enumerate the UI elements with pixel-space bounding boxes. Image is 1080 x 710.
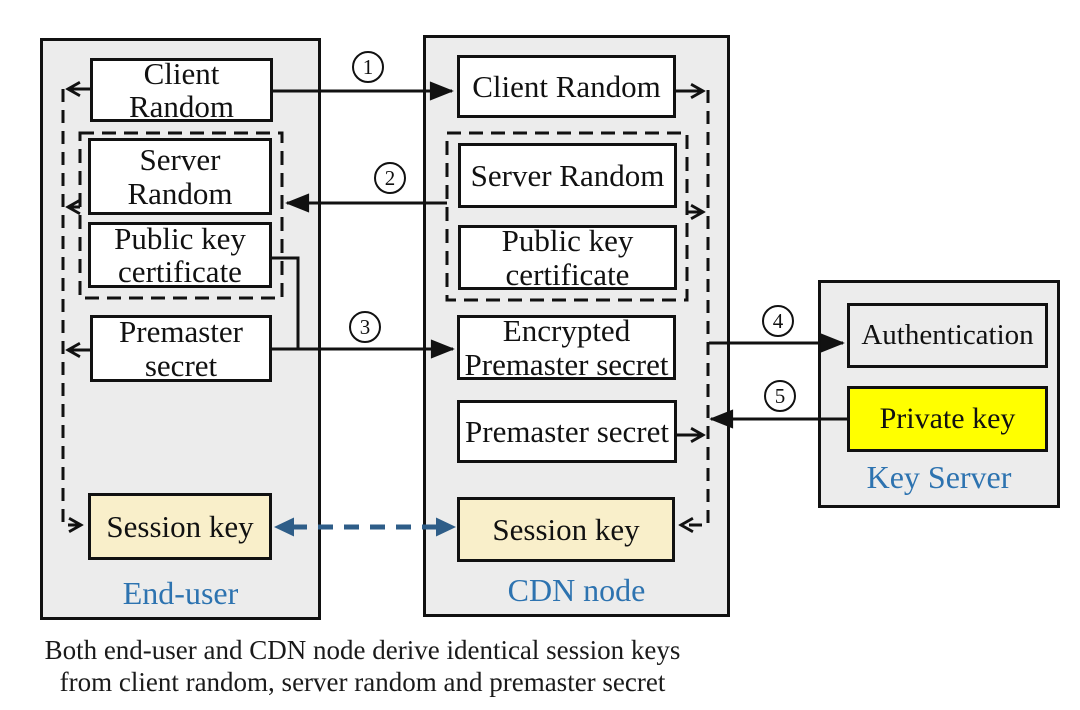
cdn-encrypted-premaster-line1: Encrypted <box>502 313 631 349</box>
eu-client-random-line2: Random <box>128 89 235 124</box>
eu-client-random-box: Client Random <box>90 55 273 124</box>
eu-client-random-line1: Client <box>143 55 220 91</box>
cdn-client-random-box: Client Random <box>457 55 676 118</box>
ks-authentication-box: Authentication <box>847 303 1048 368</box>
step-3-badge: 3 <box>349 311 381 343</box>
caption-line2: from client random, server random and pr… <box>59 667 666 698</box>
eu-server-random-box: Server Random <box>88 138 272 215</box>
cdn-encrypted-premaster-line2: Premaster secret <box>464 346 669 382</box>
eu-server-random-line1: Server <box>139 142 221 178</box>
eu-session-key-box: Session key <box>88 493 272 560</box>
eu-premaster-secret-line1: Premaster <box>119 314 243 350</box>
cdn-node-label: CDN node <box>507 571 646 608</box>
ks-authentication-text: Authentication <box>861 318 1034 351</box>
step-2-badge: 2 <box>374 162 406 194</box>
caption: Both end-user and CDN node derive identi… <box>40 634 685 699</box>
caption-line1: Both end-user and CDN node derive identi… <box>44 635 681 665</box>
ks-private-key-box: Private key <box>847 386 1048 452</box>
cdn-premaster-secret-box: Premaster secret <box>457 400 677 463</box>
cdn-public-key-certificate-box: Public key certificate <box>458 223 677 292</box>
eu-premaster-secret-line2: secret <box>144 347 218 383</box>
eu-session-key-text: Session key <box>106 508 254 544</box>
end-user-label: End-user <box>122 574 239 611</box>
eu-public-key-certificate-box: Public key certificate <box>88 220 272 289</box>
cdn-encrypted-premaster-box: Encrypted Premaster secret <box>457 313 676 382</box>
step-5-badge: 5 <box>764 380 796 412</box>
eu-server-random-line2: Random <box>127 175 233 211</box>
step-1-badge: 1 <box>352 51 384 83</box>
eu-public-key-certificate-line1: Public key <box>114 220 246 256</box>
cdn-client-random-text: Client Random <box>472 68 661 104</box>
eu-premaster-secret-box: Premaster secret <box>90 315 272 382</box>
step-4-badge: 4 <box>762 305 794 337</box>
cdn-public-key-certificate-line2: certificate <box>505 256 630 292</box>
cdn-session-key-box: Session key <box>457 497 675 562</box>
cdn-server-random-text: Server Random <box>470 157 665 193</box>
eu-public-key-certificate-line2: certificate <box>118 254 242 289</box>
cdn-server-random-box: Server Random <box>458 143 677 208</box>
cdn-premaster-secret-text: Premaster secret <box>465 413 669 449</box>
cdn-session-key-text: Session key <box>492 511 640 547</box>
ks-private-key-text: Private key <box>879 401 1016 435</box>
key-server-label: Key Server <box>866 458 1012 495</box>
cdn-public-key-certificate-line1: Public key <box>501 223 634 259</box>
